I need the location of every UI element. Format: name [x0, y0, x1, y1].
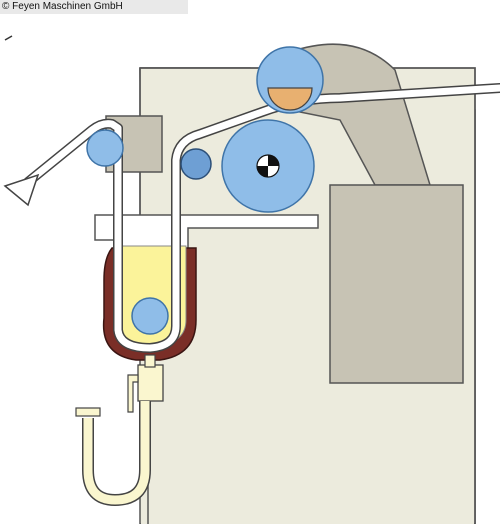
- drum-center-icon: [256, 154, 280, 178]
- pipe-flange: [75, 407, 101, 417]
- drain-lever: [127, 374, 139, 413]
- top-roller-insert: [267, 87, 313, 111]
- drain-valve: [137, 364, 164, 402]
- copyright-label: © Feyen Maschinen GmbH: [0, 0, 188, 14]
- drain-neck: [144, 354, 156, 368]
- immersion-roller: [131, 297, 169, 335]
- guide-roller-small: [180, 148, 212, 180]
- web-entry-guide: [3, 173, 40, 207]
- guide-roller-left: [86, 129, 124, 167]
- edge-mark: [4, 35, 13, 41]
- gray-housing: [329, 184, 464, 384]
